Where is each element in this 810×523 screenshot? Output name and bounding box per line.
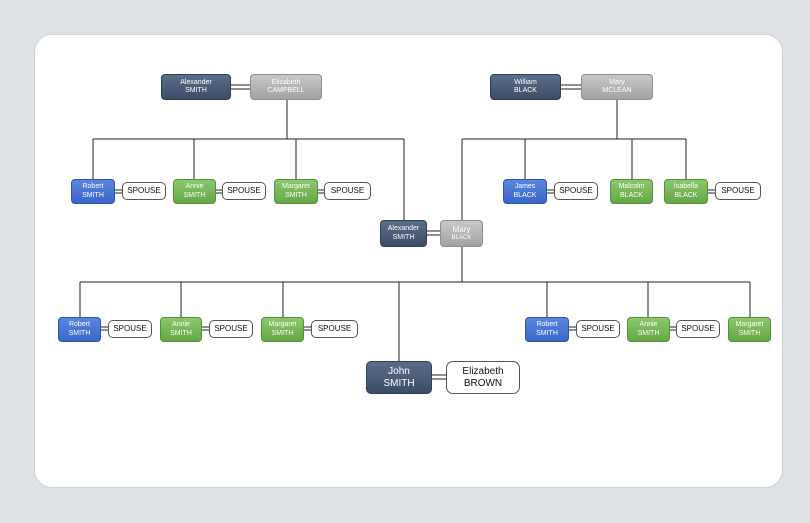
spouse-box[interactable]: SPOUSE — [209, 320, 253, 338]
spouse-label: SPOUSE — [227, 186, 261, 196]
last-name: SMITH — [392, 233, 415, 241]
spouse-label: SPOUSE — [113, 324, 147, 334]
last-name: SMITH — [183, 191, 206, 199]
last-name: BLACK — [451, 234, 472, 241]
first-name: Margaret — [281, 183, 310, 191]
first-name: James — [514, 183, 536, 191]
spouse-label: SPOUSE — [214, 324, 248, 334]
first-name: Isabella — [673, 183, 699, 191]
node-margaret-smith-sibling[interactable]: Margaret SMITH — [261, 317, 304, 342]
first-name: John — [388, 366, 410, 377]
first-name: William — [514, 78, 537, 86]
spouse-box[interactable]: SPOUSE — [311, 320, 358, 338]
first-name: Elizabeth — [462, 366, 504, 377]
node-alexander-smith-father[interactable]: Alexander SMITH — [380, 220, 427, 247]
spouse-box[interactable]: SPOUSE — [676, 320, 720, 338]
node-annie-smith-aunt[interactable]: Annie SMITH — [173, 179, 216, 204]
first-name: Elizabeth — [271, 78, 301, 86]
node-isabella-black[interactable]: Isabella BLACK — [664, 179, 708, 204]
last-name: SMITH — [536, 329, 558, 337]
last-name: SMITH — [82, 191, 104, 199]
spouse-box[interactable]: SPOUSE — [554, 182, 598, 200]
spouse-box[interactable]: SPOUSE — [715, 182, 761, 200]
last-name: BLACK — [514, 87, 537, 94]
first-name: Alexander — [180, 78, 212, 86]
last-name: SMITH — [285, 191, 307, 199]
spouse-box[interactable]: SPOUSE — [122, 182, 166, 200]
spouse-box[interactable]: SPOUSE — [576, 320, 620, 338]
last-name: SMITH — [383, 377, 415, 389]
first-name: Robert — [82, 183, 104, 191]
spouse-box[interactable]: SPOUSE — [324, 182, 371, 200]
first-name: Malcolm — [618, 183, 645, 191]
spouse-label: SPOUSE — [721, 186, 755, 196]
node-alexander-smith-grandfather[interactable]: Alexander SMITH — [161, 74, 231, 100]
node-mary-mclean[interactable]: Mary MCLEAN — [581, 74, 653, 100]
last-name: SMITH — [637, 329, 660, 337]
spouse-label: SPOUSE — [559, 186, 593, 196]
node-annie-smith-sibling-right[interactable]: Annie SMITH — [627, 317, 670, 342]
first-name: Annie — [172, 321, 190, 329]
first-name: Margaret — [268, 321, 297, 329]
node-margaret-smith-aunt[interactable]: Margaret SMITH — [274, 179, 318, 204]
node-william-black[interactable]: William BLACK — [490, 74, 561, 100]
node-mary-black-mother[interactable]: Mary BLACK — [440, 220, 483, 247]
node-elizabeth-brown[interactable]: Elizabeth BROWN — [446, 361, 520, 394]
first-name: Robert — [536, 321, 558, 329]
last-name: CAMPBELL — [267, 87, 305, 94]
spouse-label: SPOUSE — [681, 324, 715, 334]
node-annie-smith-sibling[interactable]: Annie SMITH — [160, 317, 202, 342]
last-name: BROWN — [463, 377, 503, 389]
first-name: Alexander — [387, 225, 420, 233]
node-malcolm-black[interactable]: Malcolm BLACK — [610, 179, 653, 204]
node-john-smith[interactable]: John SMITH — [366, 361, 432, 394]
spouse-box[interactable]: SPOUSE — [108, 320, 152, 338]
spouse-label: SPOUSE — [127, 186, 161, 196]
node-robert-smith-sibling[interactable]: Robert SMITH — [58, 317, 101, 342]
last-name: BLACK — [620, 191, 643, 199]
node-robert-smith-sibling-right[interactable]: Robert SMITH — [525, 317, 569, 342]
last-name: MCLEAN — [602, 87, 632, 94]
node-james-black[interactable]: James BLACK — [503, 179, 547, 204]
diagram-card — [34, 34, 783, 488]
first-name: Mary — [452, 225, 471, 235]
last-name: SMITH — [738, 329, 761, 337]
last-name: SMITH — [68, 329, 91, 337]
first-name: Robert — [68, 321, 90, 329]
last-name: BLACK — [674, 191, 698, 199]
spouse-label: SPOUSE — [330, 186, 365, 196]
first-name: Mary — [609, 78, 625, 86]
last-name: SMITH — [185, 87, 207, 94]
first-name: Annie — [639, 321, 658, 329]
node-elizabeth-campbell[interactable]: Elizabeth CAMPBELL — [250, 74, 322, 100]
spouse-label: SPOUSE — [317, 324, 352, 334]
spouse-label: SPOUSE — [581, 324, 615, 334]
last-name: BLACK — [513, 191, 537, 199]
node-robert-smith-aunt-uncle[interactable]: Robert SMITH — [71, 179, 115, 204]
spouse-box[interactable]: SPOUSE — [222, 182, 266, 200]
first-name: Annie — [185, 183, 204, 191]
last-name: SMITH — [170, 329, 192, 337]
first-name: Margaret — [735, 321, 764, 329]
node-margaret-smith-sibling-right[interactable]: Margaret SMITH — [728, 317, 771, 342]
last-name: SMITH — [271, 329, 294, 337]
